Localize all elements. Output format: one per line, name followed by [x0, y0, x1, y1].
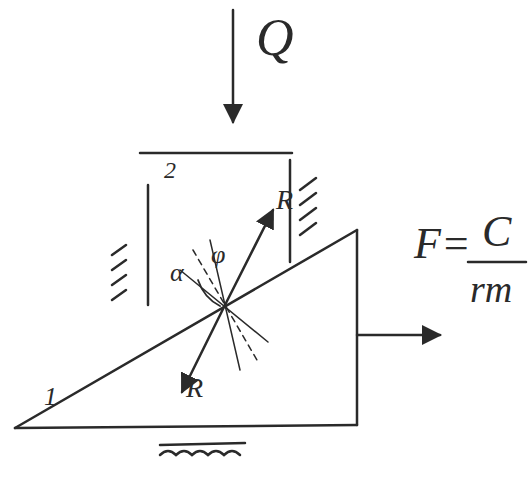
angle-label: φ	[211, 242, 225, 268]
formula-part: rm	[470, 270, 512, 308]
force-label: R	[276, 186, 293, 214]
force-label: F=	[414, 222, 471, 266]
part-number: 2	[164, 158, 176, 182]
formula-part: C	[482, 210, 511, 254]
part-number: 1	[44, 384, 57, 410]
force-label: Q	[256, 12, 294, 64]
force-label: R	[186, 374, 203, 402]
angle-label: α	[170, 260, 184, 286]
